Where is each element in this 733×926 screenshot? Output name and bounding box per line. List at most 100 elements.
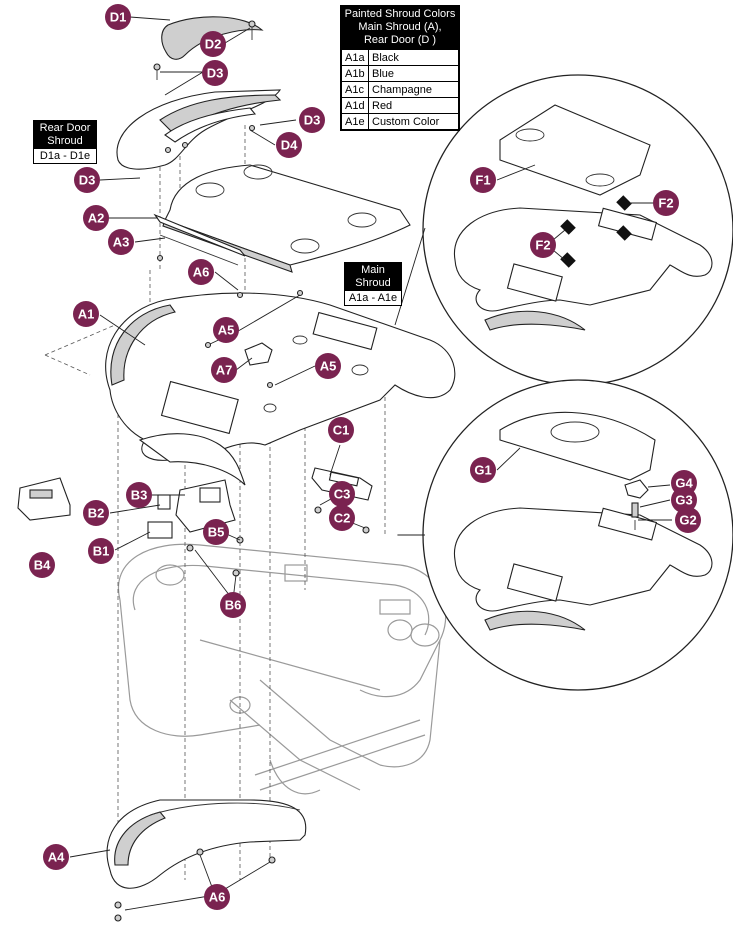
chassis-frame (117, 543, 447, 795)
svg-text:B2: B2 (88, 506, 105, 521)
key-switch-plate (17, 477, 71, 521)
main-shroud-title-line-2: Shroud (355, 277, 391, 289)
svg-text:A5: A5 (218, 323, 235, 338)
callout-c2: C2 (329, 505, 355, 531)
fasteners (114, 20, 370, 922)
callout-f2-right: F2 (653, 190, 679, 216)
storage-well (160, 380, 239, 435)
color-code: A1b (341, 65, 369, 82)
svg-text:F1: F1 (475, 173, 490, 188)
callout-d3-left: D3 (74, 167, 100, 193)
svg-text:G3: G3 (675, 493, 692, 508)
svg-text:B1: B1 (93, 544, 110, 559)
callout-c3: C3 (329, 481, 355, 507)
callout-b3: B3 (126, 482, 152, 508)
callout-b4: B4 (29, 552, 55, 578)
rear-door-bracket (164, 107, 257, 143)
color-name: Blue (368, 65, 459, 82)
callout-a5-right: A5 (315, 353, 341, 379)
svg-text:C2: C2 (334, 511, 351, 526)
main-shroud-lid (164, 164, 411, 266)
color-code: A1a (341, 49, 369, 66)
svg-text:A6: A6 (193, 265, 210, 280)
callout-g2: G2 (675, 507, 701, 533)
callout-g1: G1 (470, 457, 496, 483)
rear-door-title-line-1: Rear Door (39, 122, 91, 134)
color-code: A1c (341, 81, 369, 98)
svg-text:G4: G4 (675, 476, 693, 491)
callout-a6-upper: A6 (188, 259, 214, 285)
color-table-title-1: Painted Shroud Colors (344, 8, 456, 20)
main-shroud-title: Main Shroud (344, 262, 402, 292)
key-switch-insert (157, 494, 171, 510)
lower-shroud (106, 799, 307, 889)
svg-text:A4: A4 (48, 850, 65, 865)
hinge-strip (153, 213, 246, 257)
callout-d2: D2 (200, 31, 226, 57)
callout-d4: D4 (276, 132, 302, 158)
svg-text:B3: B3 (131, 488, 148, 503)
detail-view-g (422, 379, 733, 691)
svg-text:A1: A1 (78, 307, 95, 322)
color-name: Black (368, 49, 459, 66)
rear-door-shroud-title: Rear Door Shroud (33, 120, 97, 150)
svg-text:D3: D3 (79, 173, 96, 188)
callout-a3: A3 (108, 229, 134, 255)
callout-a5-left: A5 (213, 317, 239, 343)
svg-text:C1: C1 (333, 423, 350, 438)
callout-g3: G3 (671, 487, 697, 513)
key-switch-module (147, 521, 173, 539)
callout-b5: B5 (203, 519, 229, 545)
callout-c1: C1 (328, 417, 354, 443)
svg-text:B6: B6 (225, 598, 242, 613)
svg-text:D4: D4 (281, 138, 298, 153)
svg-text:D1: D1 (110, 10, 127, 25)
callout-f1: F1 (470, 167, 496, 193)
main-shroud-title-line-1: Main (361, 264, 385, 276)
svg-text:A3: A3 (113, 235, 130, 250)
detail-f-lid (499, 104, 651, 196)
rear-door-shroud-range: D1a - D1e (33, 148, 97, 164)
callout-a4: A4 (43, 844, 69, 870)
color-table-header: Painted Shroud Colors Main Shroud (A), R… (341, 6, 459, 49)
detail-view-f (422, 74, 733, 386)
callout-a6-lower: A6 (204, 884, 230, 910)
callout-d3-right: D3 (299, 107, 325, 133)
callout-d3-top: D3 (202, 60, 228, 86)
svg-text:A7: A7 (216, 363, 233, 378)
svg-text:B4: B4 (34, 558, 51, 573)
svg-text:G2: G2 (679, 513, 696, 528)
svg-text:C3: C3 (334, 487, 351, 502)
detail-g-lid (499, 411, 656, 481)
main-shroud-rim (110, 304, 176, 386)
svg-text:F2: F2 (535, 238, 550, 253)
callout-b2: B2 (83, 500, 109, 526)
svg-text:B5: B5 (208, 525, 225, 540)
callout-a7: A7 (211, 357, 237, 383)
callout-b1: B1 (88, 538, 114, 564)
rear-door-title-line-2: Shroud (47, 135, 83, 147)
top-well (312, 311, 378, 351)
callout-d1: D1 (105, 4, 131, 30)
color-table-title-2: Main Shroud (A), (358, 21, 442, 33)
svg-text:F2: F2 (658, 196, 673, 211)
main-shroud-fender (138, 433, 246, 486)
leader-lines (69, 16, 672, 911)
svg-text:A2: A2 (88, 211, 105, 226)
painted-shroud-colors-table: Painted Shroud Colors Main Shroud (A), R… (340, 5, 460, 131)
clip-part (244, 342, 273, 366)
color-code: A1d (341, 97, 369, 114)
svg-text:A6: A6 (209, 890, 226, 905)
lower-shroud-inner (114, 811, 166, 866)
color-name: Champagne (368, 81, 459, 98)
color-name: Red (368, 97, 459, 114)
svg-text:D2: D2 (205, 37, 222, 52)
svg-text:A5: A5 (320, 359, 337, 374)
